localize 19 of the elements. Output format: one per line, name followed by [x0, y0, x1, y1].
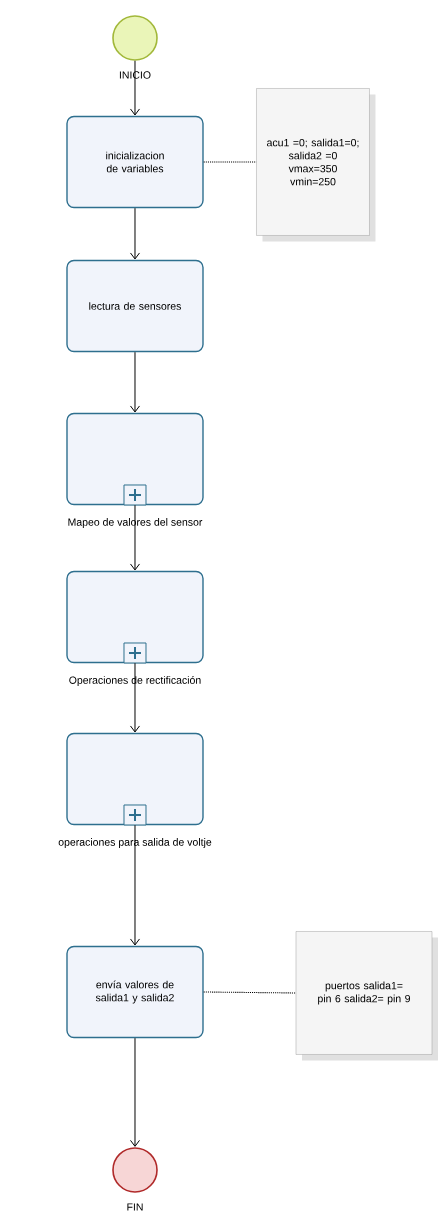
event-label: FIN	[125, 1202, 145, 1212]
arrow	[130, 824, 140, 946]
arrow	[130, 207, 140, 260]
arrow	[130, 1037, 140, 1147]
subprocess-label: operaciones para salida de voltje	[57, 837, 213, 849]
association-line	[203, 161, 257, 163]
task-box: envía valores de salida1 y salida2	[66, 945, 204, 1039]
task-box: inicializacion de variables	[66, 115, 204, 209]
event-label: INICIO	[117, 70, 153, 80]
annotation-box: puertos salida1= pin 6 salida2= pin 9	[295, 931, 438, 1061]
arrow	[130, 60, 140, 116]
annotation-box: acu1 =0; salida1=0; salida2 =0 vmax=350 vmin=250	[256, 88, 376, 242]
arrow	[130, 504, 140, 571]
arrow	[130, 662, 140, 733]
arrow	[130, 351, 140, 413]
subprocess-label: Mapeo de valores del sensor	[66, 517, 204, 529]
task-box: lectura de sensores	[66, 259, 204, 353]
association-line	[203, 991, 297, 994]
subprocess-label: Operaciones de rectificación	[67, 675, 203, 687]
